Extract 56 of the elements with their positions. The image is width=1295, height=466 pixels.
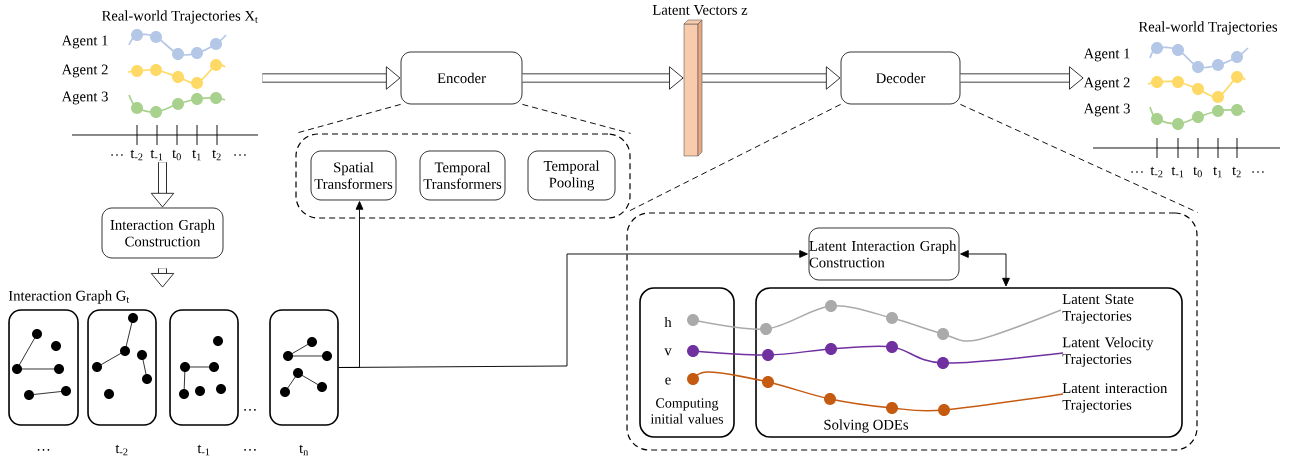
agent-label: Agent 3 — [1083, 103, 1130, 117]
tick-label: t$_{-1}$ — [1171, 166, 1184, 178]
block-arrow — [150, 162, 175, 208]
block-arrow — [702, 66, 841, 90]
agent-label: Agent 1 — [61, 35, 108, 49]
double-arrow — [960, 250, 1010, 287]
panel-label: t$_{-1}$ — [197, 444, 210, 456]
process-box: Temporal Transformers — [419, 150, 506, 201]
trajectory-label: Latent State Trajectories — [1062, 294, 1134, 324]
process-box: Temporal Pooling — [527, 150, 616, 201]
block-arrow — [960, 66, 1084, 90]
agent-label: Agent 2 — [61, 64, 108, 78]
arrow — [338, 250, 808, 368]
block-arrow — [262, 66, 401, 90]
tick-label: … — [111, 154, 123, 156]
process-box: Interaction Graph Construction — [101, 207, 224, 259]
process-box: Encoder — [400, 51, 523, 105]
plot-title: Real-world Trajectories — [1138, 21, 1278, 35]
box-caption: Solving ODEs — [824, 419, 909, 433]
block-arrow — [150, 268, 175, 288]
dashed-group-box — [626, 212, 1198, 451]
panel-label: t$_{n}$ — [299, 444, 309, 456]
tick-label: t$_{-2}$ — [130, 149, 143, 161]
dashed-group-box — [295, 133, 631, 219]
tick-label: t$_{0}$ — [172, 149, 181, 161]
ellipsis: … — [244, 409, 256, 411]
agent-label: Agent 3 — [61, 91, 108, 105]
dashed-line — [959, 103, 1199, 213]
ellipsis: … — [244, 449, 256, 451]
vector-title: Latent Vectors z — [652, 5, 748, 15]
trajectory-label: Latent Velocity Trajectories — [1062, 337, 1154, 367]
process-box: Spatial Transformers — [310, 150, 397, 201]
tick-label: … — [234, 154, 246, 156]
panel-label: … — [37, 449, 50, 451]
process-box: Latent Interaction Graph Construction — [808, 227, 960, 281]
graph-title: Interaction Graph G$_{t}$ — [8, 290, 130, 304]
box-caption: Computing initial values — [650, 398, 724, 424]
tick-label: t$_{2}$ — [212, 149, 221, 161]
tick-label: t$_{1}$ — [192, 149, 201, 161]
process-box: Decoder — [840, 51, 961, 105]
trajectory-label: Latent interaction Trajectories — [1062, 383, 1168, 413]
tick-label: t$_{1}$ — [1213, 166, 1222, 178]
block-arrow — [522, 66, 684, 90]
tick-label: … — [1131, 171, 1143, 173]
variable-label: e — [665, 377, 671, 385]
tick-label: t$_{-1}$ — [150, 149, 163, 161]
variable-label: h — [664, 316, 672, 328]
panel-label: t$_{-2}$ — [115, 444, 128, 456]
tick-label: t$_{0}$ — [1193, 166, 1202, 178]
tick-label: … — [1252, 171, 1264, 173]
agent-label: Agent 1 — [1083, 48, 1130, 62]
tick-label: t$_{-2}$ — [1150, 166, 1163, 178]
tick-label: t$_{2}$ — [1232, 166, 1241, 178]
plot-title: Real-world Trajectories X$_{t}$ — [101, 10, 258, 24]
agent-label: Agent 2 — [1083, 77, 1130, 91]
variable-label: v — [664, 348, 672, 356]
